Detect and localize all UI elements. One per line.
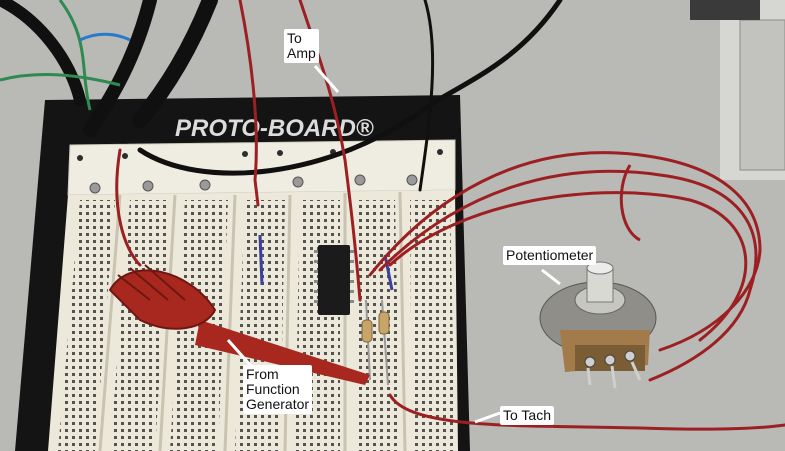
to-tach-label: To Tach: [500, 406, 554, 425]
resistors: [361, 299, 390, 386]
ic-chip: [318, 245, 350, 315]
potentiometer-label: Potentiometer: [503, 246, 597, 265]
callout-pointers: [226, 65, 561, 424]
test-clip: [108, 264, 370, 385]
function-generator-label: From Function Generator: [243, 365, 313, 414]
to-amp-label: To Amp: [284, 29, 319, 63]
board-brand-text: PROTO-BOARD®: [175, 115, 374, 142]
potentiometer-body: [539, 261, 657, 389]
